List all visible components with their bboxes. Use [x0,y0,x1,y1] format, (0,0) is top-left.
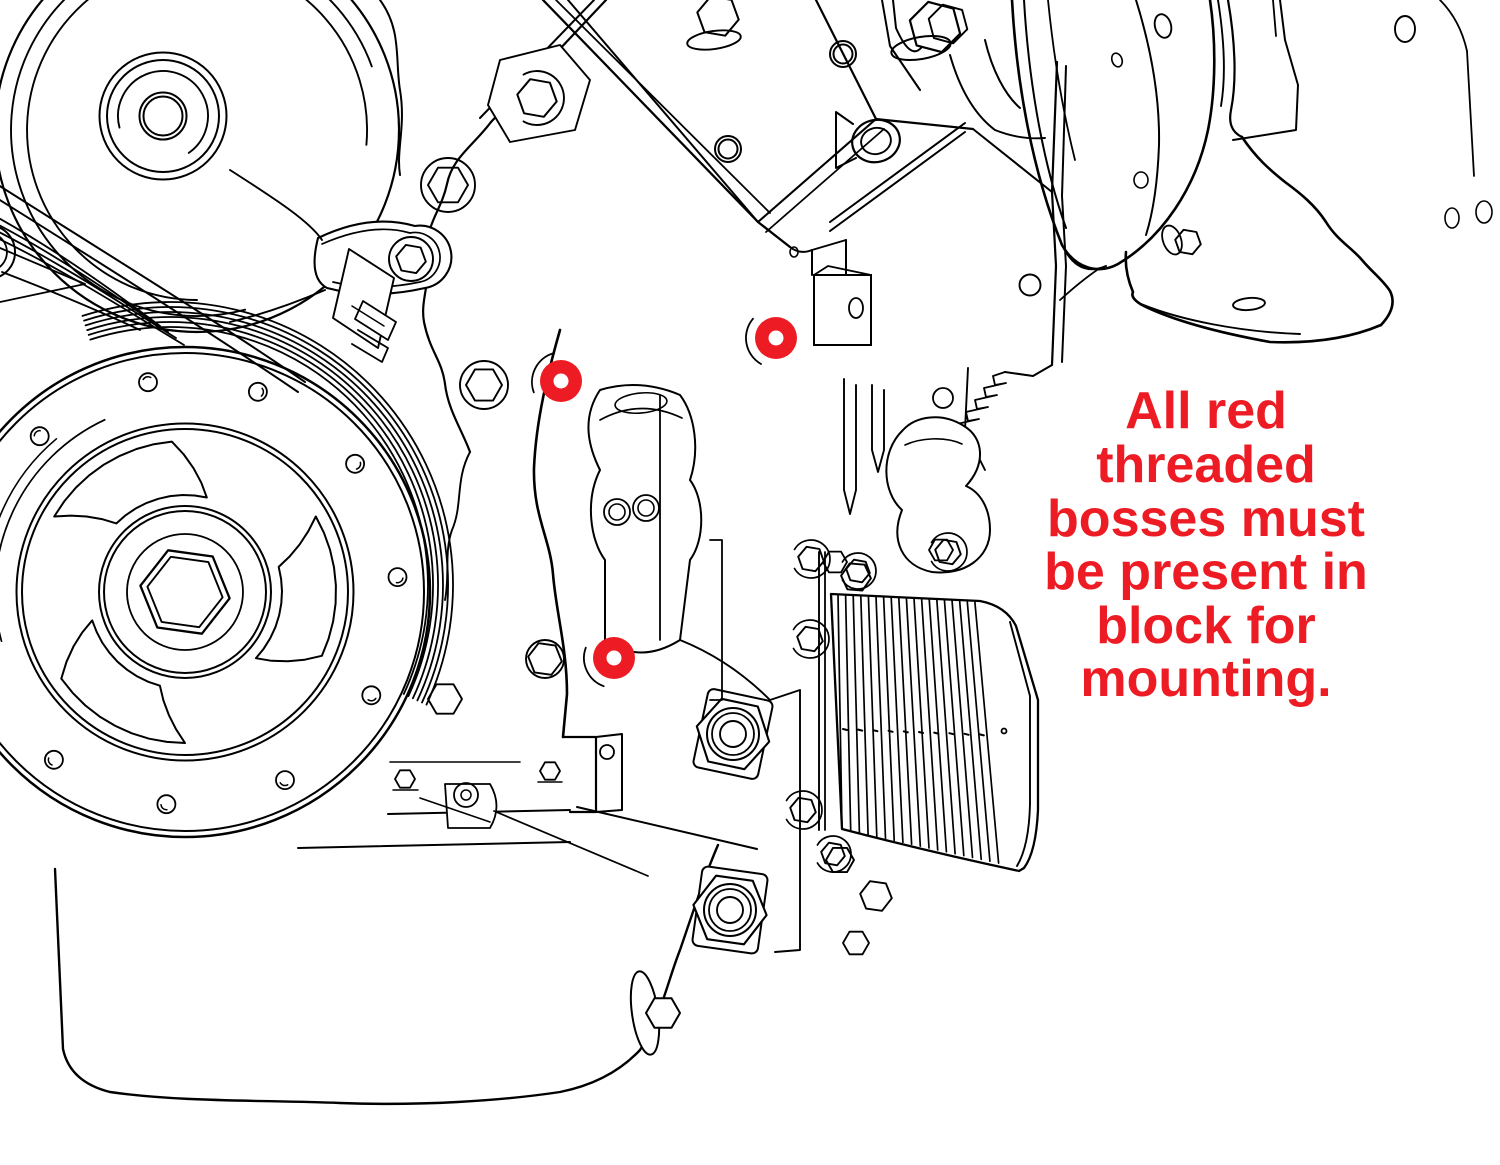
svg-text:All red: All red [1125,382,1287,440]
svg-text:mounting.: mounting. [1080,650,1331,708]
svg-text:threaded: threaded [1096,436,1316,494]
svg-text:block for: block for [1096,597,1316,655]
svg-text:be present in: be present in [1044,543,1368,601]
svg-text:bosses must: bosses must [1047,490,1365,548]
